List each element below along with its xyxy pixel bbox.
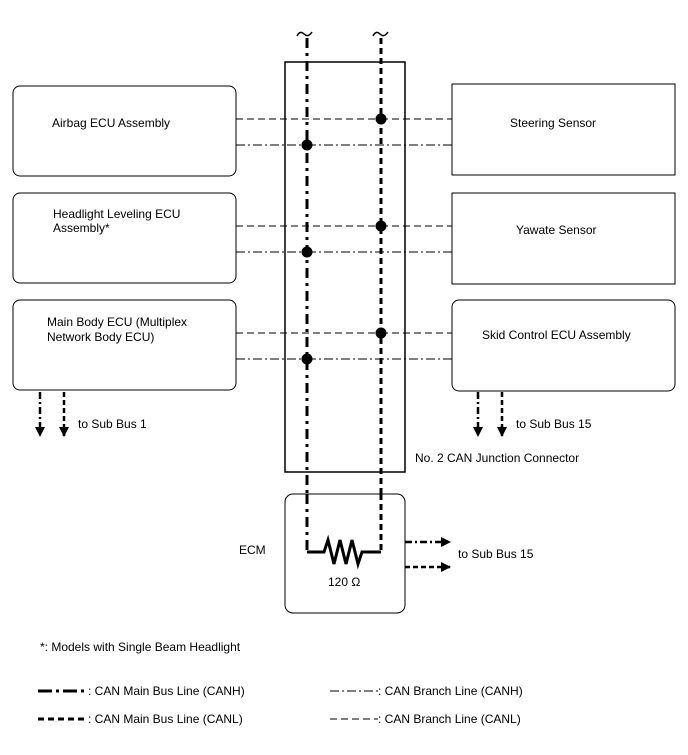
steering-sensor-label: Steering Sensor [510,116,596,130]
junction-dot-canh-1 [301,139,313,151]
steering-sensor-box [451,83,676,176]
legend-main-canl-label: : CAN Main Bus Line (CANL) [88,712,243,726]
main-body-ecu-box [12,299,237,391]
junction-dot-canh-2 [301,246,313,258]
sub-bus-1-label: to Sub Bus 1 [78,417,147,431]
legend-branch-canl-label: : CAN Branch Line (CANL) [378,712,521,726]
main-body-ecu-label-line1: Main Body ECU (Multiplex [47,315,187,329]
break-symbol-canh [296,31,313,37]
yawrate-sensor-box [451,192,676,285]
junction-dot-canl-2 [375,220,387,232]
junction-dot-canl-3 [375,327,387,339]
main-body-ecu-label-line2: Network Body ECU) [47,330,154,344]
ecm-sub-bus-label: to Sub Bus 15 [458,547,534,561]
junction-connector-label: No. 2 CAN Junction Connector [415,451,579,465]
sub-bus-15-label: to Sub Bus 15 [516,417,592,431]
ecm-box [284,493,406,614]
terminating-resistor [307,534,381,570]
break-symbol-canl [372,31,389,37]
skid-control-ecu-label: Skid Control ECU Assembly [482,328,631,342]
headlight-ecu-label-line2: Assembly* [53,221,110,235]
ecm-label: ECM [239,543,266,557]
skid-control-ecu-box [451,299,676,392]
airbag-ecu-box [12,85,237,177]
headlight-ecu-label-line1: Headlight Leveling ECU [53,207,180,221]
legend-main-canh-label: : CAN Main Bus Line (CANH) [88,684,245,698]
airbag-ecu-label: Airbag ECU Assembly [52,116,170,130]
legend-branch-canh-label: : CAN Branch Line (CANH) [378,684,523,698]
footnote: *: Models with Single Beam Headlight [40,640,241,654]
resistor-label: 120 Ω [328,575,360,589]
headlight-ecu-box [12,192,237,284]
junction-dot-canl-1 [375,113,387,125]
yawrate-sensor-label: Yawate Sensor [516,223,597,237]
junction-connector-box [284,61,406,473]
junction-dot-canh-3 [301,353,313,365]
